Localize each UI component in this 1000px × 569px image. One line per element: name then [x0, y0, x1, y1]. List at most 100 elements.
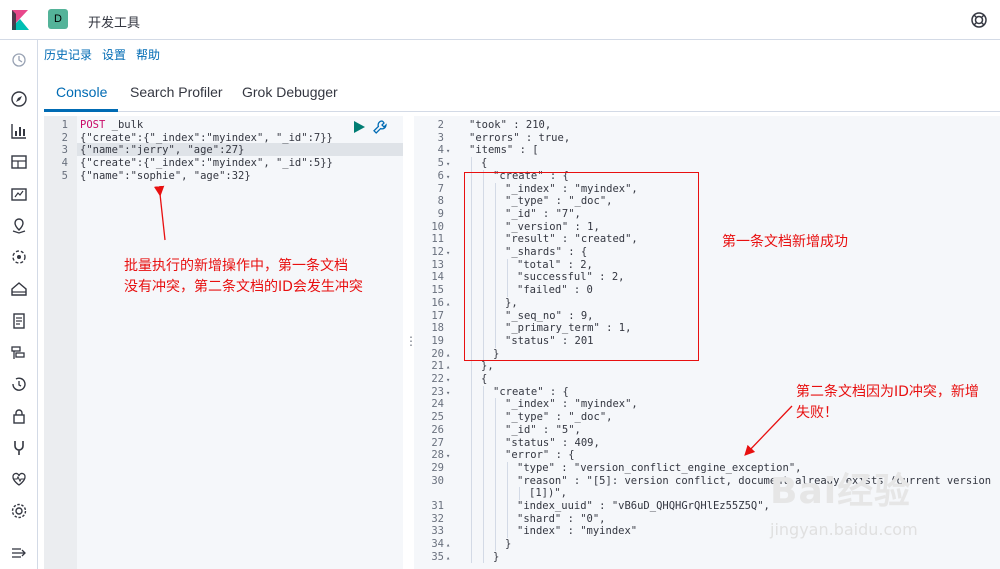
fold-toggle-icon[interactable]: ▴ [446, 350, 451, 359]
annotation-fail-note: 第二条文档因为ID冲突，新增 失败！ [796, 382, 979, 424]
output-line-number: 5 [437, 157, 444, 170]
discover-compass-icon[interactable] [9, 89, 29, 109]
output-line: "status" : 201 [505, 334, 594, 347]
recent-clock-icon[interactable] [9, 50, 29, 70]
request-editor[interactable]: 1 2 3 4 5 POST _bulk {"create":{"_index"… [44, 116, 403, 569]
annotation-success-note: 第一条文档新增成功 [722, 234, 848, 250]
line-number: 2 [61, 131, 68, 144]
http-method: POST [80, 119, 106, 131]
output-line-number: 20 [431, 347, 444, 360]
tab-console[interactable]: Console [56, 84, 108, 100]
output-line-number: 25 [431, 411, 444, 424]
history-link[interactable]: 历史记录 [44, 48, 93, 62]
fold-toggle-icon[interactable]: ▾ [446, 147, 451, 156]
infrastructure-icon[interactable] [9, 279, 29, 299]
output-line-number: 33 [431, 525, 444, 538]
indent-guide [495, 182, 496, 348]
uptime-icon[interactable] [9, 374, 29, 394]
dashboard-icon[interactable] [9, 152, 29, 172]
output-line-number: 34 [431, 538, 444, 551]
editor-gutter [44, 116, 77, 569]
output-line-number: 3 [437, 131, 444, 144]
active-line-highlight [77, 143, 403, 156]
console-menu: 历史记录设置帮助 [44, 46, 170, 63]
output-line-number: 28 [431, 449, 444, 462]
active-tab-indicator [44, 109, 118, 112]
fold-toggle-icon[interactable]: ▾ [446, 172, 451, 181]
output-line: "_type" : "_doc", [505, 411, 613, 424]
output-line-number: 31 [431, 500, 444, 512]
indent-guide [495, 398, 496, 551]
output-line: "errors" : true, [469, 131, 571, 144]
fold-toggle-icon[interactable]: ▾ [446, 249, 451, 257]
output-line-number: 12 [431, 246, 444, 258]
logs-icon[interactable] [9, 311, 29, 331]
canvas-icon[interactable] [9, 184, 29, 204]
fold-toggle-icon[interactable]: ▴ [446, 363, 451, 372]
output-line: "items" : [ [469, 144, 539, 157]
fold-toggle-icon[interactable]: ▾ [446, 160, 451, 169]
fold-toggle-icon[interactable]: ▾ [446, 452, 451, 461]
output-line: "_id" : "7", [505, 207, 581, 220]
output-line-number: 19 [431, 334, 444, 347]
output-line: "create" : { [493, 385, 569, 398]
indent-guide [507, 461, 508, 539]
settings-link[interactable]: 设置 [102, 48, 127, 62]
help-menu-icon[interactable] [968, 9, 990, 31]
maps-icon[interactable] [9, 216, 29, 236]
indent-guide [483, 385, 484, 564]
collapse-nav-icon[interactable] [9, 543, 29, 563]
output-line: { [481, 373, 488, 385]
output-line-number: 18 [431, 322, 444, 335]
code-line: {"name":"sophie", "age":32} [80, 169, 251, 182]
code-line: {"create":{"_index":"myindex", "_id":7}} [80, 131, 333, 144]
fold-toggle-icon[interactable]: ▾ [446, 388, 451, 397]
output-line-number: 2 [437, 119, 444, 131]
output-line: "_id" : "5", [505, 423, 581, 436]
output-line-number: 8 [437, 195, 444, 208]
help-link[interactable]: 帮助 [136, 48, 161, 62]
fold-toggle-icon[interactable]: ▴ [446, 553, 451, 562]
output-line: "_type" : "_doc", [505, 195, 613, 208]
annotation-line: 没有冲突，第二条文档的ID会发生冲突 [124, 279, 363, 295]
fold-toggle-icon[interactable]: ▴ [446, 541, 451, 550]
line-number: 4 [61, 157, 68, 170]
pane-resizer-handle[interactable]: ⋮ [405, 334, 417, 348]
output-line-number: 14 [431, 271, 444, 284]
kibana-logo-icon[interactable] [0, 0, 40, 40]
line-number: 1 [61, 119, 68, 131]
output-line-number: 21 [431, 360, 444, 373]
output-line: "_index" : "myindex", [505, 398, 638, 411]
fold-toggle-icon[interactable]: ▴ [446, 299, 451, 308]
visualize-icon[interactable] [9, 121, 29, 141]
output-line: "status" : 409, [505, 436, 600, 449]
output-line: "total" : 2, [517, 258, 593, 271]
output-line-number: 35 [431, 550, 444, 563]
output-line-number: 22 [431, 373, 444, 385]
monitoring-heartbeat-icon[interactable] [9, 469, 29, 489]
fold-toggle-icon[interactable]: ▾ [446, 376, 451, 384]
code-line: POST _bulk [80, 119, 143, 132]
output-line-number: 27 [431, 436, 444, 449]
output-line-number: 26 [431, 423, 444, 436]
output-line: [1])", [529, 487, 567, 500]
output-line-number: 30 [431, 474, 444, 487]
indent-guide [519, 487, 520, 500]
send-request-play-icon[interactable] [352, 119, 366, 133]
tab-grok-debugger[interactable]: Grok Debugger [242, 84, 338, 100]
output-line-number: 9 [437, 207, 444, 220]
success-highlight-box [464, 172, 699, 361]
management-gear-icon[interactable] [9, 501, 29, 521]
request-options-wrench-icon[interactable] [372, 119, 388, 135]
dev-tools-wrench-icon[interactable] [9, 438, 29, 458]
ml-icon[interactable] [9, 247, 29, 267]
tab-search-profiler[interactable]: Search Profiler [130, 84, 223, 100]
output-line-number: 24 [431, 398, 444, 411]
siem-lock-icon[interactable] [9, 406, 29, 426]
output-line: "type" : "version_conflict_engine_except… [517, 461, 802, 474]
apm-icon[interactable] [9, 343, 29, 363]
output-line: } [505, 538, 512, 551]
output-line-number: 6 [437, 169, 444, 182]
space-avatar[interactable]: D [48, 9, 68, 29]
watermark-logo: Bai经验 [770, 471, 912, 512]
